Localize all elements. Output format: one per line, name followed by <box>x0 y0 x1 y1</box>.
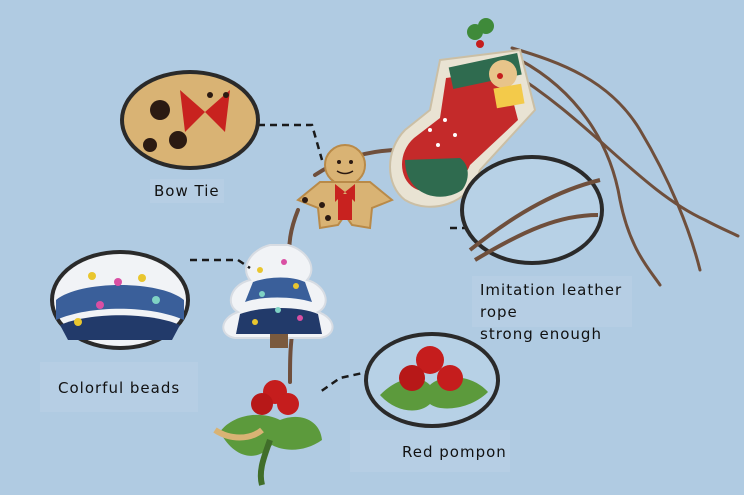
callout-label-red-pompon: Red pompon <box>350 430 510 472</box>
callout-label-colorful-beads: Colorful beads <box>40 362 198 412</box>
tree-ornament <box>222 244 334 348</box>
callout-label-leather-rope-line1: Imitation leather rope <box>480 281 623 321</box>
callout-label-leather-rope: Imitation leather rope strong enough <box>472 276 632 343</box>
leather-rope <box>287 46 740 384</box>
gingerbread-ornament <box>296 144 394 230</box>
callout-label-bow-tie: Bow Tie <box>150 179 224 203</box>
zoom-circle-rope <box>460 155 604 265</box>
callout-label-leather-rope-line2: strong enough <box>480 325 602 343</box>
pompon-ornament <box>213 380 322 486</box>
zoom-circle-beads <box>50 250 190 350</box>
stocking-ornament <box>389 18 537 208</box>
zoom-circle-bow-tie <box>120 70 260 170</box>
zoom-circle-pompon <box>364 332 500 428</box>
